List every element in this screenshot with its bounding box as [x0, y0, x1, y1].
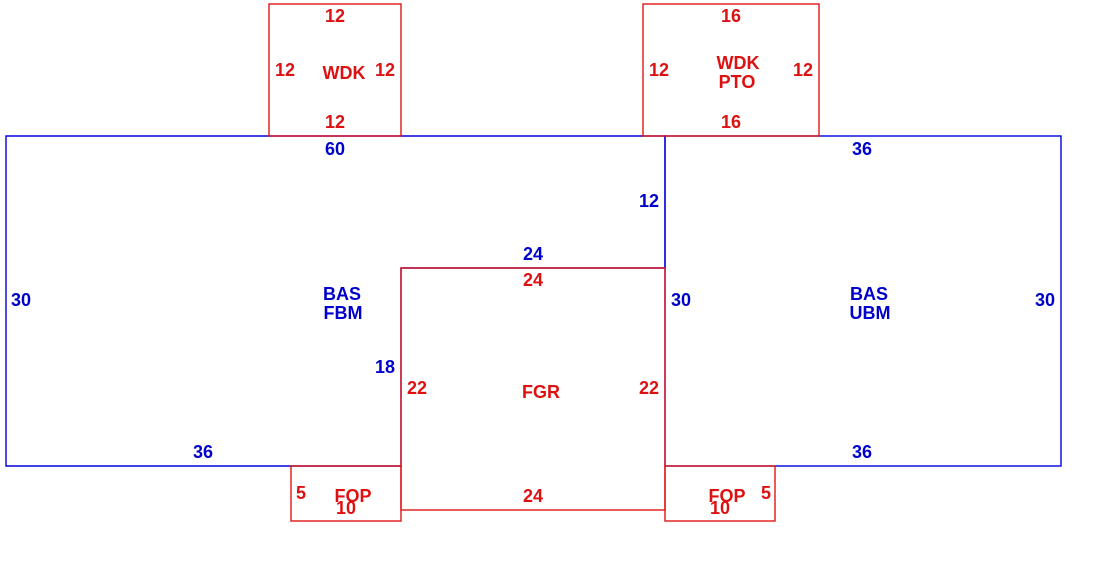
- ubm-sublabel: UBM: [850, 303, 891, 323]
- ubm-dim-top: 36: [852, 139, 872, 159]
- fgr-dim-left: 22: [407, 378, 427, 398]
- fop-left-dim-side: 5: [296, 483, 306, 503]
- ubm-dim-bottom: 36: [852, 442, 872, 462]
- fop-left-outline: [290, 465, 402, 522]
- fgr-dim-bottom: 24: [523, 486, 543, 506]
- fop-right-label: FOP: [708, 486, 745, 506]
- fgr-dim-top: 24: [523, 270, 543, 290]
- fop-left-dim-bottom: 10: [336, 498, 356, 518]
- wdk-pto-dim-left: 12: [649, 60, 669, 80]
- fbm-dim-right-upper: 12: [639, 191, 659, 211]
- fgr-dim-right: 22: [639, 378, 659, 398]
- fbm-dim-bottom: 36: [193, 442, 213, 462]
- wdk-dim-top: 12: [325, 6, 345, 26]
- fbm-label: BAS: [323, 284, 361, 304]
- wdk-pto-outline: [642, 3, 820, 137]
- wdk-label: WDK: [323, 63, 366, 83]
- fop-right-dim-side: 5: [761, 483, 771, 503]
- wdk-pto-sublabel: PTO: [719, 72, 756, 92]
- fbm-dim-notch-top: 24: [523, 244, 543, 264]
- fbm-sublabel: FBM: [324, 303, 363, 323]
- wdk-pto-dim-right: 12: [793, 60, 813, 80]
- fbm-dim-top: 60: [325, 139, 345, 159]
- wdk-pto-dim-top: 16: [721, 6, 741, 26]
- wdk-pto-label: WDK: [717, 53, 760, 73]
- fbm-dim-left: 30: [11, 290, 31, 310]
- fbm-dim-notch-right: 18: [375, 357, 395, 377]
- fop-left-label: FOP: [334, 486, 371, 506]
- ubm-label: BAS: [850, 284, 888, 304]
- fgr-outline: [400, 267, 666, 511]
- wdk-outline: [268, 3, 402, 137]
- wdk-pto-dim-bottom: 16: [721, 112, 741, 132]
- fgr-label: FGR: [522, 382, 560, 402]
- wdk-dim-bottom: 12: [325, 112, 345, 132]
- ubm-dim-left: 30: [671, 290, 691, 310]
- wdk-dim-left: 12: [275, 60, 295, 80]
- ubm-dim-right: 30: [1035, 290, 1055, 310]
- fop-right-dim-bottom: 10: [710, 498, 730, 518]
- wdk-dim-right: 12: [375, 60, 395, 80]
- fop-right-outline: [664, 465, 776, 522]
